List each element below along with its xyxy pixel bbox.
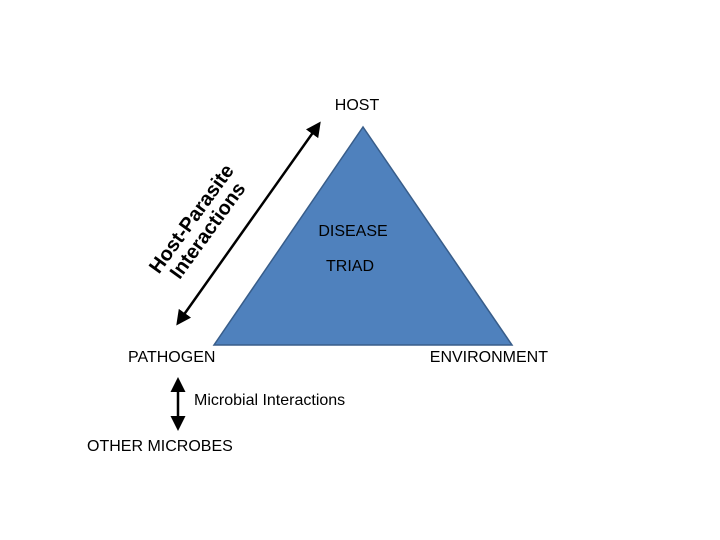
host-parasite-label-group: Host-Parasite Interactions	[145, 161, 250, 284]
node-host-label: HOST	[335, 97, 380, 114]
triangle-label-disease: DISEASE	[318, 223, 387, 240]
host-pathogen-arrow	[176, 121, 321, 326]
microbial-interactions-label: Microbial Interactions	[194, 392, 345, 409]
node-other-microbes-label: OTHER MICROBES	[87, 438, 233, 455]
triangle-label-triad: TRIAD	[326, 258, 374, 275]
node-pathogen-label: PATHOGEN	[128, 349, 215, 366]
node-environment-label: ENVIRONMENT	[430, 349, 548, 366]
